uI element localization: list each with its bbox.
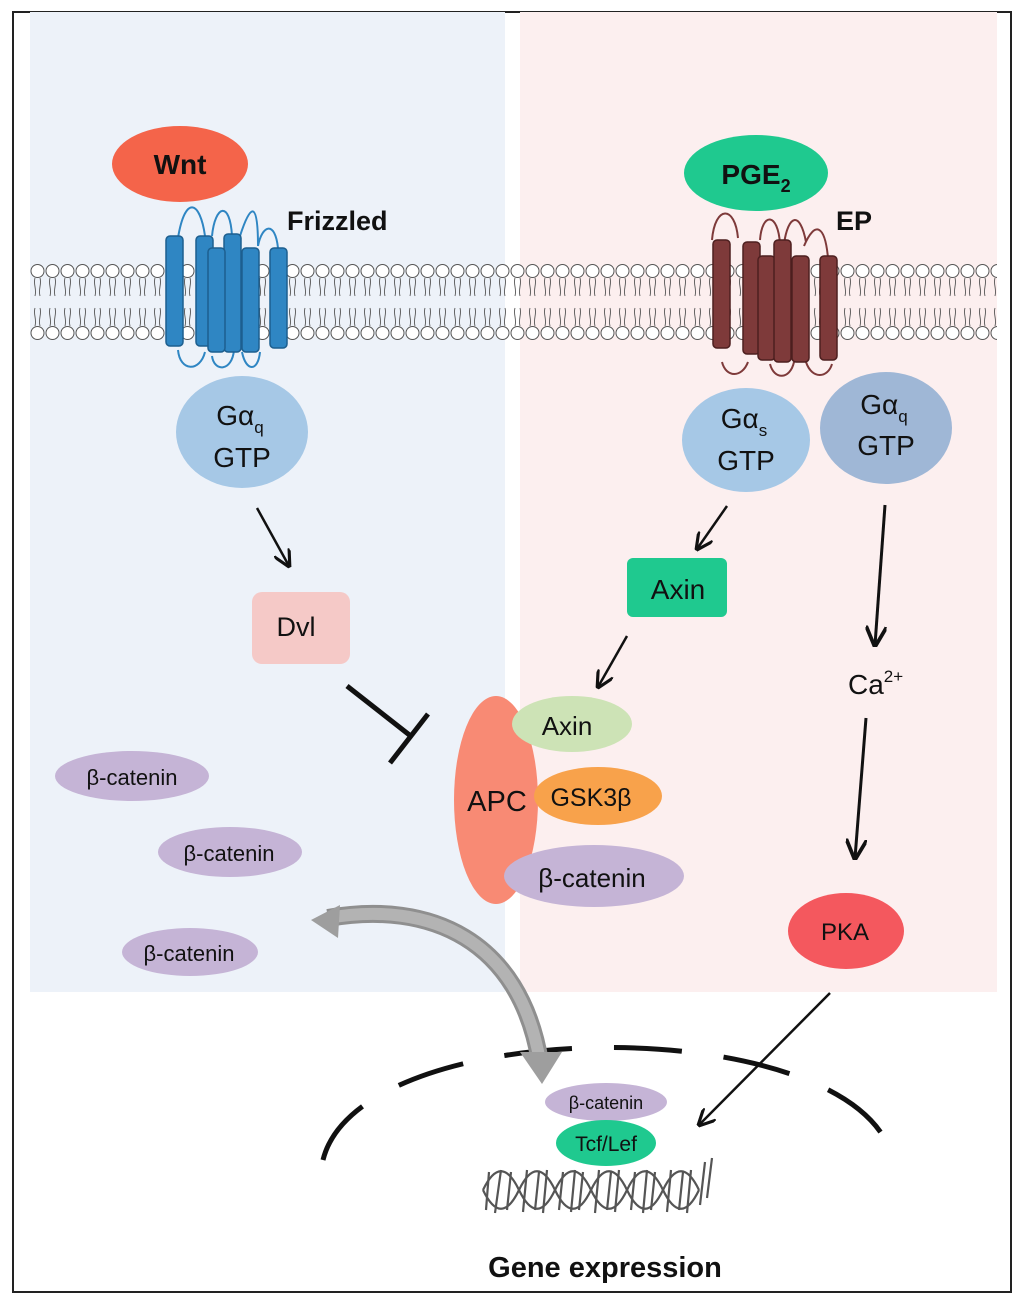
svg-text:Gαq: Gαq xyxy=(216,400,263,437)
apc xyxy=(454,696,538,904)
free-beta-catenin-1: β-catenin xyxy=(55,751,209,801)
pge2-ligand: PGE2 xyxy=(684,135,828,211)
beta-catenin-nucleus: β-catenin xyxy=(545,1083,667,1121)
arrow-calcium-to-pka xyxy=(855,717,868,858)
inhibition-dvl-apc xyxy=(345,684,430,765)
galpha-s-gtp: Gαs GTP xyxy=(682,388,810,492)
translocation-arrow xyxy=(311,904,562,1084)
dvl-box: Dvl xyxy=(252,592,350,664)
calcium-label: Ca2+ xyxy=(848,667,903,700)
ep-label: EP xyxy=(836,206,872,236)
dna-helix xyxy=(482,1157,714,1214)
galpha-q-gtp-left: Gαq GTP xyxy=(176,376,308,488)
beta-catenin-complex xyxy=(504,845,684,907)
svg-text:GTP: GTP xyxy=(213,442,271,473)
svg-text:Axin: Axin xyxy=(542,711,593,741)
arrow-pka-to-nucleus xyxy=(699,992,831,1125)
galpha-q-gtp-right: Gαq GTP xyxy=(820,372,952,484)
axin-complex xyxy=(512,696,632,752)
pge2-label: PGE2 xyxy=(721,159,790,196)
wnt-ligand: Wnt xyxy=(112,126,248,202)
frizzled-label: Frizzled xyxy=(287,206,388,236)
svg-text:GTP: GTP xyxy=(857,430,915,461)
svg-text:GSK3β: GSK3β xyxy=(550,784,631,812)
dvl-label: Dvl xyxy=(277,612,316,642)
svg-text:β-catenin: β-catenin xyxy=(144,941,235,966)
svg-text:β-catenin: β-catenin xyxy=(569,1093,643,1113)
frizzled-receptor xyxy=(165,206,288,369)
arrow-axin-to-complex xyxy=(598,635,629,687)
pka: PKA xyxy=(788,893,904,969)
svg-text:Tcf/Lef: Tcf/Lef xyxy=(575,1133,637,1156)
svg-text:β-catenin: β-catenin xyxy=(87,765,178,790)
gsk3b xyxy=(534,767,662,825)
svg-text:β-catenin: β-catenin xyxy=(184,841,275,866)
svg-text:PKA: PKA xyxy=(821,919,869,946)
svg-text:β-catenin: β-catenin xyxy=(538,863,645,893)
arrow-gs-to-axin xyxy=(697,505,729,549)
svg-text:Gαq: Gαq xyxy=(860,389,907,426)
svg-text:GTP: GTP xyxy=(717,445,775,476)
free-beta-catenin-3: β-catenin xyxy=(122,928,258,976)
wnt-label: Wnt xyxy=(154,149,207,180)
nuclear-envelope xyxy=(320,1045,896,1161)
free-beta-catenin-2: β-catenin xyxy=(158,827,302,877)
gene-expression-label: Gene expression xyxy=(488,1252,722,1284)
tcf-lef: Tcf/Lef xyxy=(556,1120,656,1166)
destruction-complex: APC Axin GSK3β β-catenin xyxy=(454,696,684,907)
svg-text:APC: APC xyxy=(467,786,527,818)
left-panel-wnt xyxy=(30,12,505,992)
svg-text:Gαs: Gαs xyxy=(721,403,767,440)
ep-receptor xyxy=(711,212,838,377)
axin-box-label: Axin xyxy=(651,574,705,605)
arrow-gq-to-dvl xyxy=(255,507,289,566)
arrow-gq-to-calcium xyxy=(875,504,885,645)
axin-box: Axin xyxy=(627,558,727,617)
